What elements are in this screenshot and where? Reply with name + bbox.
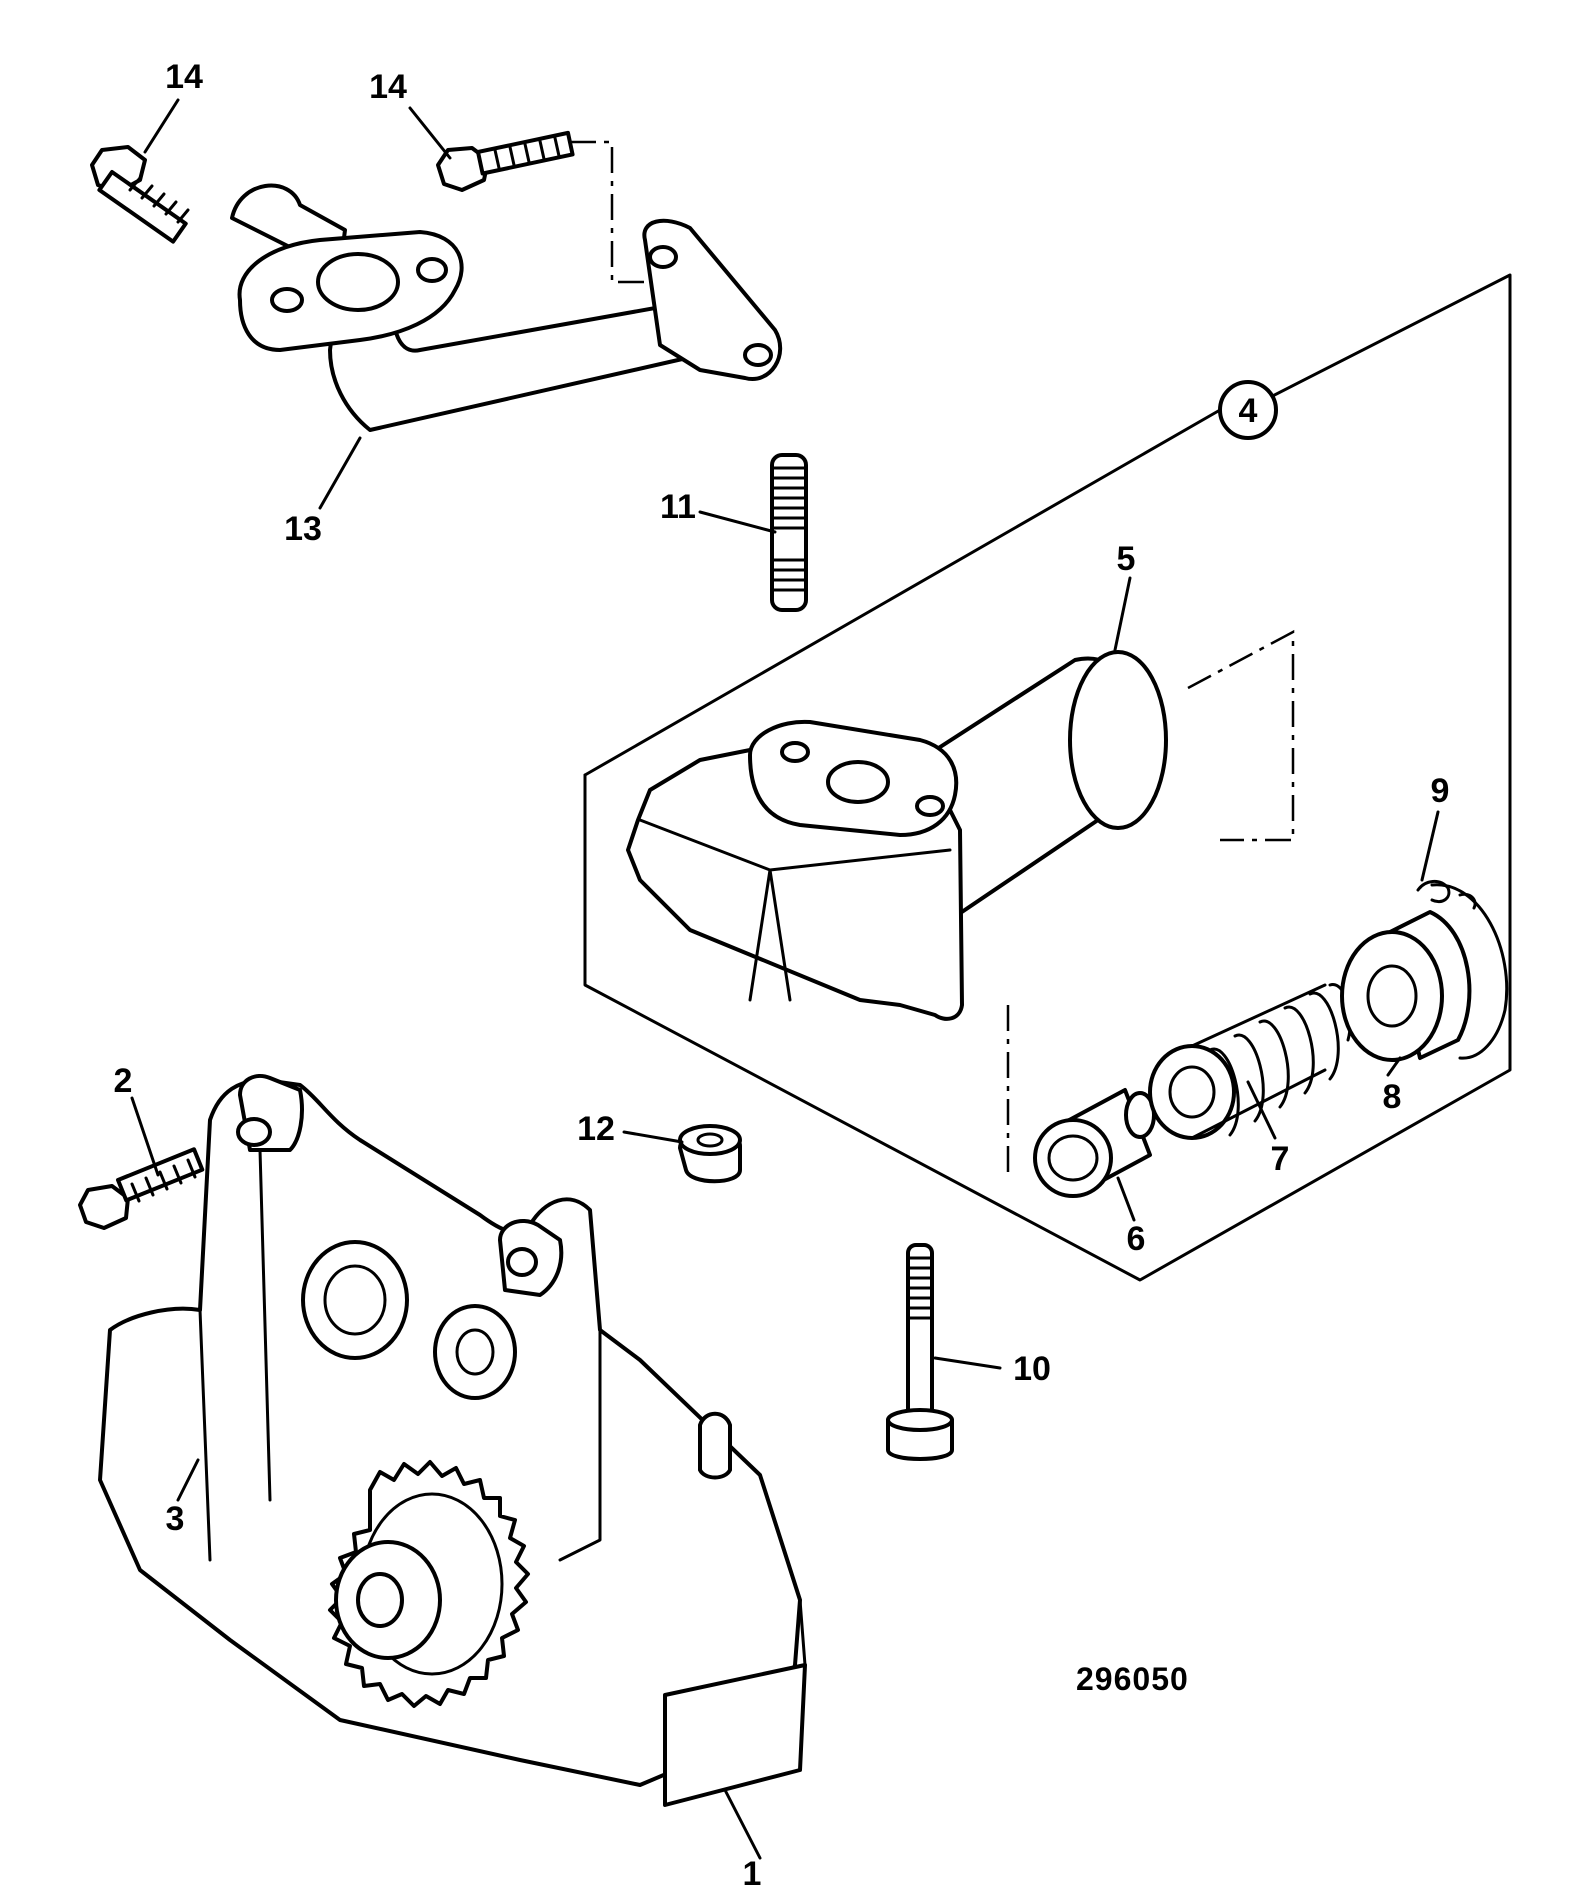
drive-gear: [328, 1460, 530, 1708]
callout-5: 5: [1117, 540, 1136, 578]
nut-12: [678, 1124, 742, 1184]
alignment-lines: [570, 140, 1295, 1178]
callout-14-left: 14: [165, 58, 203, 96]
callout-10: 10: [1013, 1350, 1051, 1388]
callout-labels: 1 2 3 4 5 6 7 8 9 10 11 12 13 14 14 2960…: [114, 58, 1450, 1890]
callout-4-circle: [1218, 380, 1278, 440]
callout-7: 7: [1271, 1140, 1290, 1178]
callout-8: 8: [1383, 1078, 1402, 1116]
figure-code: 296050: [1076, 1661, 1189, 1697]
callout-3: 3: [166, 1500, 185, 1538]
leader-lines: [130, 98, 1440, 1860]
bolt-14-left: [90, 145, 190, 244]
assembly-4-frame: [583, 273, 1512, 1282]
callout-2: 2: [114, 1062, 133, 1100]
bolt-10: [886, 1243, 954, 1461]
callout-4: 4: [1239, 392, 1258, 430]
callout-14-right: 14: [369, 68, 407, 106]
callout-1: 1: [743, 1855, 762, 1890]
bolt-2: [78, 1147, 205, 1230]
spring-7: [1148, 983, 1352, 1140]
plunger-6: [1033, 1088, 1156, 1198]
callout-11: 11: [660, 488, 696, 526]
oil-pump-body-1: [98, 1074, 807, 1807]
callout-9: 9: [1431, 772, 1450, 810]
cap-8: [1340, 910, 1472, 1062]
callout-6: 6: [1127, 1220, 1146, 1258]
circlip-9: [1416, 880, 1509, 1060]
stud-11: [770, 453, 808, 612]
callout-13: 13: [284, 510, 322, 548]
valve-housing-5: [626, 650, 1168, 1021]
bolt-14-right: [436, 130, 575, 192]
suction-pipe-13: [230, 183, 783, 432]
callout-12: 12: [577, 1110, 615, 1148]
